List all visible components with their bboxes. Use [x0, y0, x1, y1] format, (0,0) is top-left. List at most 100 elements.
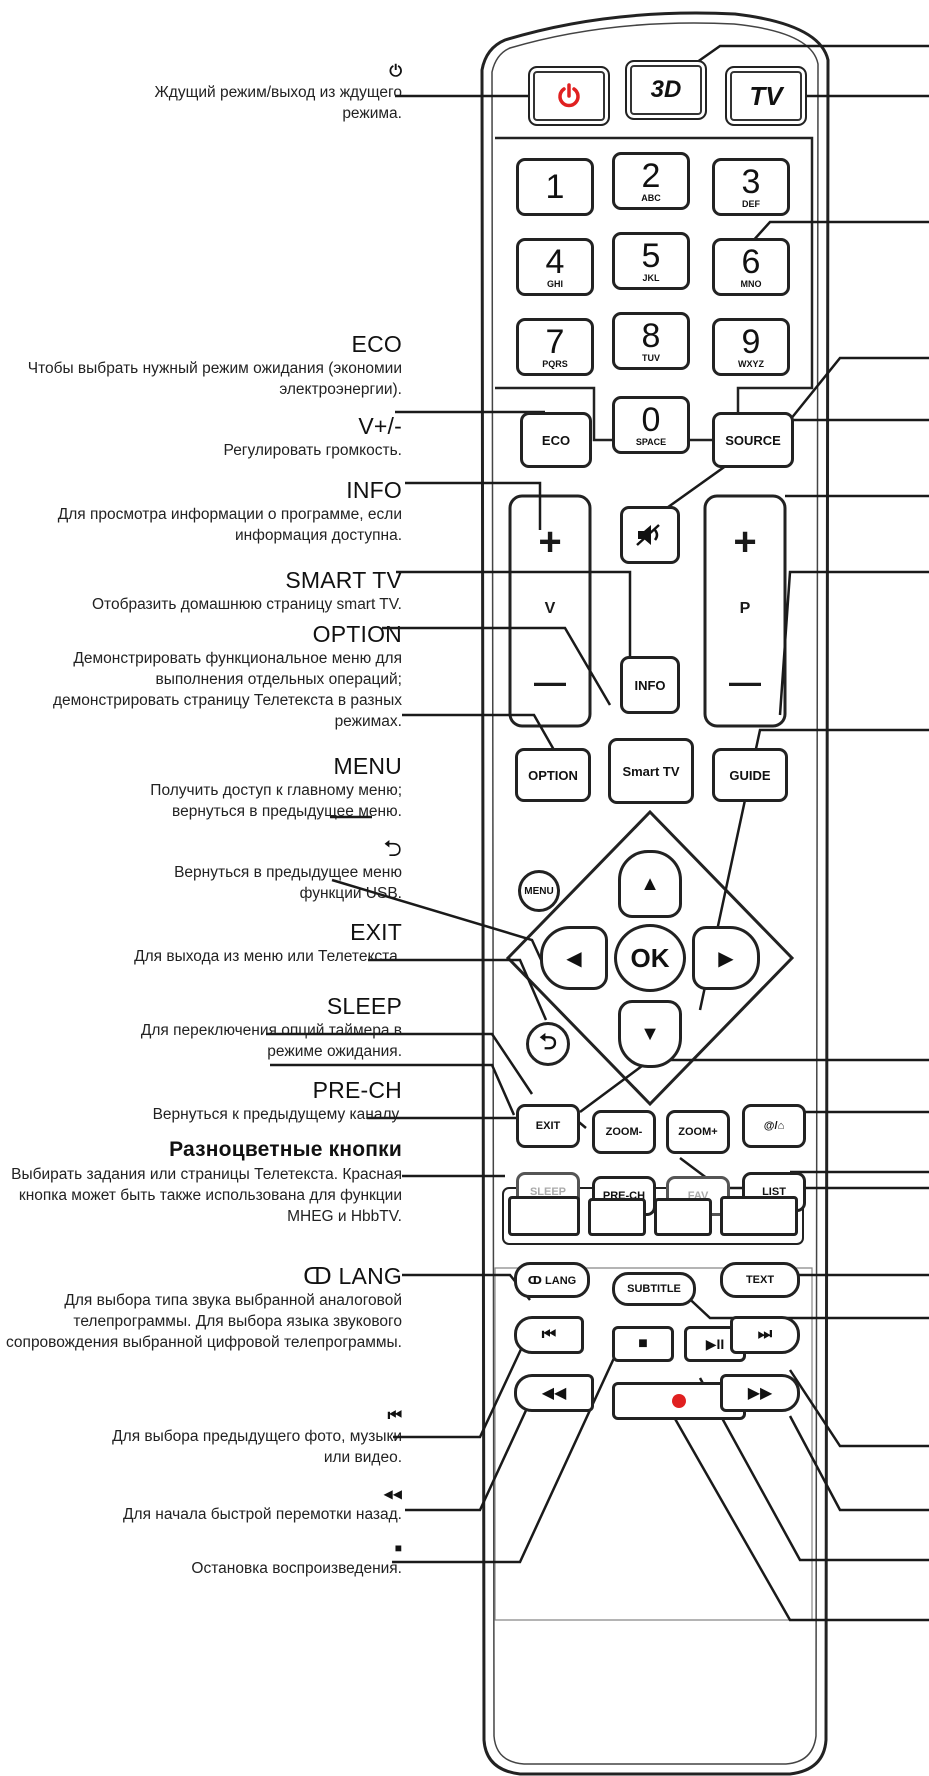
subtitle-button[interactable]: SUBTITLE	[612, 1272, 696, 1306]
label-lang-title: ↀ LANG	[303, 1263, 402, 1289]
digit-0-label: 0	[641, 401, 661, 439]
fast-forward-button[interactable]: ▶▶	[720, 1374, 800, 1412]
stop-button[interactable]: ■	[612, 1326, 674, 1362]
mute-button[interactable]	[620, 506, 680, 564]
label-vol: V+/- Регулировать громкость.	[2, 412, 402, 461]
arrow-left-icon: ◀	[566, 947, 582, 970]
info-button[interactable]: INFO	[620, 656, 680, 714]
label-info-title: INFO	[346, 477, 402, 503]
next-button[interactable]: ⏭	[730, 1316, 800, 1354]
zoom-minus-button[interactable]: ZOOM-	[592, 1110, 656, 1154]
digit-2-label: 2	[641, 157, 661, 195]
next-track-icon: ⏭	[757, 1326, 773, 1343]
record-icon	[672, 1394, 686, 1408]
power-button[interactable]	[528, 66, 610, 126]
program-down-button[interactable]: —	[729, 664, 761, 700]
home-button[interactable]: @/⌂	[742, 1104, 806, 1148]
power-icon	[558, 83, 580, 108]
return-icon: ⮌	[539, 1029, 557, 1054]
smart-tv-button[interactable]: Smart TV	[608, 738, 694, 804]
digit-8-button[interactable]: 8 TUV	[612, 312, 690, 370]
nav-right-button[interactable]: ▶	[692, 926, 760, 990]
label-smarttv: SMART TV Отобразить домашнюю страницу sm…	[2, 566, 402, 615]
green-button[interactable]	[588, 1198, 646, 1236]
label-info-desc: Для просмотра информации о программе, ес…	[57, 506, 402, 544]
nav-left-button[interactable]: ◀	[540, 926, 608, 990]
rewind-symbol: ◀◀	[383, 1487, 402, 1501]
arrow-down-icon: ▼	[640, 1022, 660, 1045]
yellow-button[interactable]	[654, 1198, 712, 1236]
power-symbol: ⏻	[389, 63, 402, 80]
line-playpause	[698, 1377, 929, 1562]
line-record	[668, 1409, 929, 1622]
ok-button[interactable]: OK	[614, 924, 686, 992]
label-prev: ⏮ Для выбора предыдущего фото, музыки ил…	[2, 1406, 402, 1468]
digit-2-letters: ABC	[641, 193, 661, 203]
red-button[interactable]	[508, 1196, 580, 1236]
label-sleep-title: SLEEP	[326, 993, 402, 1019]
digit-2-button[interactable]: 2 ABC	[612, 152, 690, 210]
label-back: ⮌ Вернуться в предыдущее меню функции US…	[2, 834, 402, 904]
digit-4-letters: GHI	[546, 279, 563, 289]
label-color: Разноцветные кнопки Выбирать задания или…	[2, 1136, 402, 1227]
source-button[interactable]: SOURCE	[712, 412, 794, 468]
line-stop	[392, 1344, 622, 1564]
label-color-title: Разноцветные кнопки	[169, 1138, 402, 1161]
menu-button[interactable]: MENU	[518, 870, 560, 912]
label-eco-title: ECO	[351, 331, 402, 357]
rewind-button[interactable]: ◀◀	[514, 1374, 594, 1412]
mute-icon	[636, 524, 660, 546]
volume-label: V	[544, 600, 556, 617]
text-button[interactable]: TEXT	[720, 1262, 800, 1298]
label-rew: ◀◀ Для начала быстрой перемотки назад.	[2, 1484, 402, 1525]
digit-7-button[interactable]: 7 PQRS	[516, 318, 594, 376]
digit-4-button[interactable]: 4 GHI	[516, 238, 594, 296]
play-pause-icon: ▶II	[705, 1335, 725, 1352]
digit-1-button[interactable]: 1	[516, 158, 594, 216]
stop-symbol: ■	[394, 1541, 402, 1555]
digit-9-letters: WXYZ	[738, 359, 764, 369]
digit-3-letters: DEF	[742, 199, 760, 209]
digit-9-button[interactable]: 9 WXYZ	[712, 318, 790, 376]
label-menu-title: MENU	[333, 753, 402, 779]
digit-1-label: 1	[545, 168, 565, 206]
label-smarttv-title: SMART TV	[285, 567, 402, 593]
zoom-plus-button[interactable]: ZOOM+	[666, 1110, 730, 1154]
prev-button[interactable]: ⏮	[514, 1316, 584, 1354]
digit-5-button[interactable]: 5 JKL	[612, 232, 690, 290]
blue-button[interactable]	[720, 1196, 798, 1236]
label-back-desc: Вернуться в предыдущее меню функции USB.	[174, 864, 402, 902]
label-prech: PRE-CH Вернуться к предыдущему каналу.	[2, 1076, 402, 1125]
digit-8-letters: TUV	[642, 353, 660, 363]
guide-button[interactable]: GUIDE	[712, 748, 788, 802]
digit-0-button[interactable]: 0 SPACE	[612, 396, 690, 454]
label-exit-title: EXIT	[350, 919, 402, 945]
nav-up-button[interactable]: ▲	[618, 850, 682, 918]
volume-down-button[interactable]: —	[534, 664, 566, 700]
label-stop: ■ Остановка воспроизведения.	[2, 1538, 402, 1579]
eco-button[interactable]: ECO	[520, 412, 592, 468]
nav-down-button[interactable]: ▼	[618, 1000, 682, 1068]
rewind-icon: ◀◀	[541, 1385, 567, 1402]
line-sleep-a	[266, 1032, 534, 1095]
digit-6-button[interactable]: 6 MNO	[712, 238, 790, 296]
label-smarttv-desc: Отобразить домашнюю страницу smart TV.	[92, 596, 402, 613]
program-up-button[interactable]: +	[733, 520, 757, 564]
digit-3-label: 3	[741, 163, 761, 201]
remote-body-inner	[491, 22, 819, 1765]
lang-button[interactable]: ↀ LANG	[514, 1262, 590, 1298]
3d-button[interactable]: 3D	[625, 60, 707, 120]
digit-3-button[interactable]: 3 DEF	[712, 158, 790, 216]
label-lang: ↀ LANG Для выбора типа звука выбранной а…	[2, 1262, 402, 1353]
exit-button[interactable]: EXIT	[516, 1104, 580, 1148]
label-option-title: OPTION	[312, 621, 402, 647]
label-vol-title: V+/-	[358, 413, 402, 439]
tv-button[interactable]: TV	[725, 66, 807, 126]
volume-up-button[interactable]: +	[538, 520, 562, 564]
digit-6-label: 6	[741, 243, 761, 281]
back-button[interactable]: ⮌	[526, 1022, 570, 1066]
option-button[interactable]: OPTION	[515, 748, 591, 802]
stop-icon: ■	[638, 1335, 648, 1352]
digit-5-letters: JKL	[642, 273, 660, 283]
label-exit: EXIT Для выхода из меню или Телетекста.	[2, 918, 402, 967]
